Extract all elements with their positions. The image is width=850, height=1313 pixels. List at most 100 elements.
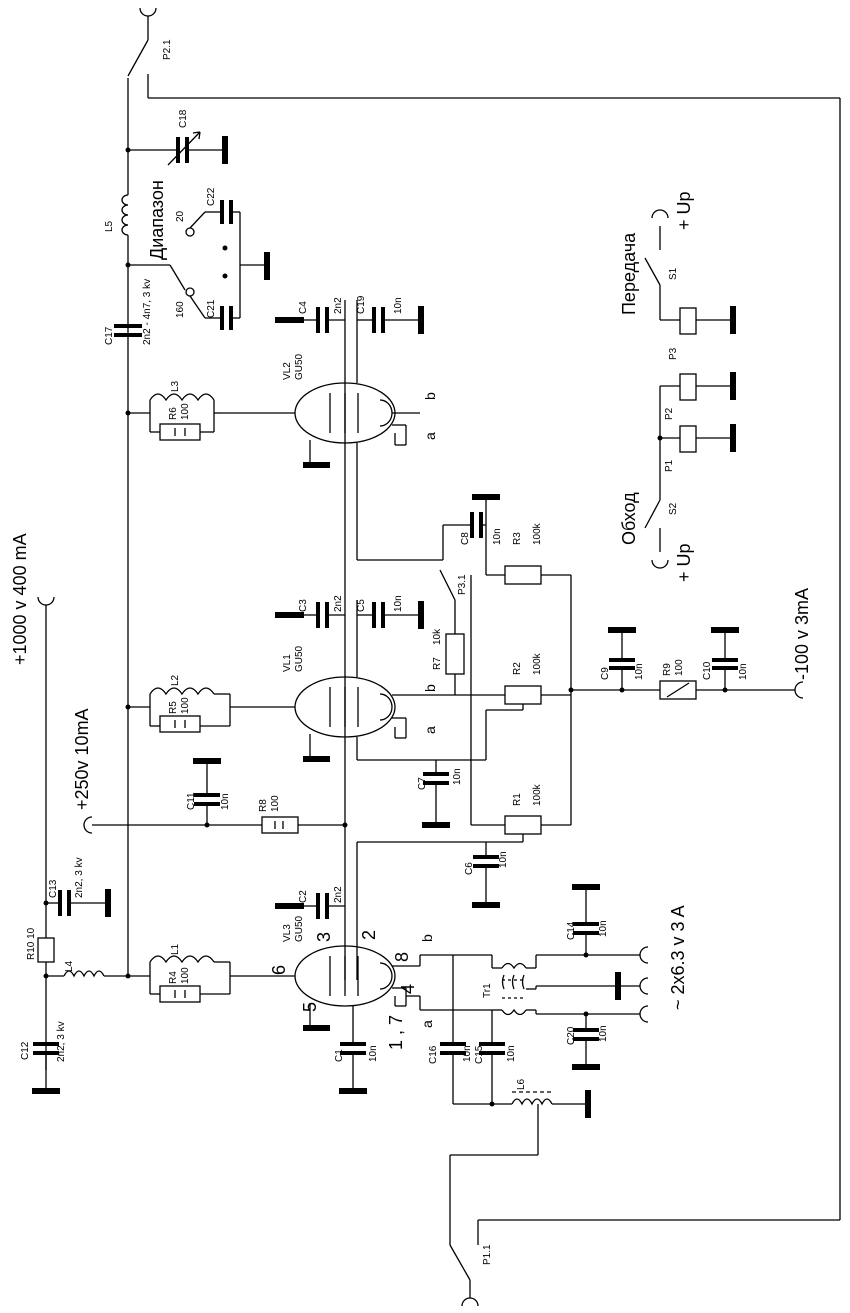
s2-label: S2 xyxy=(668,502,679,515)
vl2-pin-b: b xyxy=(422,392,438,400)
vl2-label: VL2 xyxy=(282,362,293,380)
r10-label: R10 10 xyxy=(26,927,37,960)
r5-value: 100 xyxy=(180,697,191,714)
vl3-label: VL3 xyxy=(282,924,293,942)
vl1-type: GU50 xyxy=(294,645,305,672)
r3-label: R3 xyxy=(512,532,523,545)
peredacha-label: Передача xyxy=(619,232,639,315)
r7-value: 10k xyxy=(432,628,443,645)
p31-label: P3.1 xyxy=(457,574,468,595)
p3-label: P3 xyxy=(668,347,679,360)
p21-label: P2.1 xyxy=(162,39,173,60)
vl1-pin-b: b xyxy=(422,684,438,692)
c5-label: C5 xyxy=(356,599,367,612)
vl3-type: GU50 xyxy=(294,915,305,942)
r5-label: R5 xyxy=(168,701,179,714)
p1-label: P1 xyxy=(664,459,675,472)
vl3-pin4: 4 xyxy=(398,984,418,994)
r9-value: 100 xyxy=(674,659,685,676)
vl3-pin-b: b xyxy=(419,934,435,942)
l3-label: L3 xyxy=(170,380,181,392)
stage-vl3: C2 2n2 C1 10n VL3 GU50 6 3 2 8 b 5 4 xyxy=(128,886,492,1094)
inductor-l5: L5 xyxy=(104,194,129,236)
c8-label: C8 xyxy=(460,532,471,545)
c16-value: 10n xyxy=(462,1045,473,1062)
r7-label: R7 xyxy=(432,657,443,670)
bias-network: C8 10n P3.1 R7 10k R3 100k R2 100k R1 10… xyxy=(356,494,812,980)
stage-vl2: C4 2n2 C19 10n VL2 GU50 b a xyxy=(128,295,438,560)
vl3-pin5: 5 xyxy=(300,1002,320,1012)
hv-supply: +1000 v 400 mA C13 2n2, 3 kv R10 10 L4 C… xyxy=(10,533,128,1094)
c5-value: 10n xyxy=(393,595,404,612)
c13-value: 2n2, 3 kv xyxy=(74,857,85,898)
c20-label: C20 xyxy=(566,1026,577,1045)
r4-value: 100 xyxy=(180,967,191,984)
up-top-label: + Up xyxy=(674,191,694,230)
r2-value: 100k xyxy=(532,652,543,675)
l2-label: L2 xyxy=(170,674,181,686)
l4-label: L4 xyxy=(64,960,75,972)
c6-value: 10n xyxy=(498,851,509,868)
b-plus-bus xyxy=(125,96,131,979)
r1-value: 100k xyxy=(532,783,543,806)
heater-label: ~ 2x6.3 v 3 A xyxy=(668,905,688,1010)
l6-label: L6 xyxy=(516,1078,527,1090)
c4-label: C4 xyxy=(298,301,309,314)
c21-label: C21 xyxy=(206,299,217,318)
vl3-pin2: 2 xyxy=(359,930,379,940)
l1-label: L1 xyxy=(170,943,181,955)
c19-value: 10n xyxy=(393,297,404,314)
vl1-pin-a: a xyxy=(422,726,438,734)
c16-label: C16 xyxy=(428,1045,439,1064)
heater-section: C16 10n C15 10n Tr1 C14 10 xyxy=(428,884,688,1245)
r9-label: R9 xyxy=(662,663,673,676)
c1-value: 10n xyxy=(368,1045,379,1062)
vl1-label: VL1 xyxy=(282,654,293,672)
range-switch: Диапазон 20 160 C22 C21 xyxy=(128,180,270,330)
vl3-pin6: 6 xyxy=(269,965,289,975)
range20-label: 20 xyxy=(175,210,186,222)
vl2-type: GU50 xyxy=(294,353,305,380)
r3-value: 100k xyxy=(532,522,543,545)
supply-neg-label: -100 v 3mA xyxy=(792,588,812,680)
c3-value: 2n2 xyxy=(333,595,344,612)
p11-label: P1.1 xyxy=(482,1244,493,1265)
r6-value: 100 xyxy=(180,403,191,420)
c20-value: 10n xyxy=(598,1025,609,1042)
vl3-pin17: 1 , 7 xyxy=(386,1015,406,1050)
c15-value: 10n xyxy=(506,1045,517,1062)
vl2-pin-a: a xyxy=(422,432,438,440)
r1-label: R1 xyxy=(512,793,523,806)
c18-label: C18 xyxy=(178,109,189,128)
c2-value: 2n2 xyxy=(333,886,344,903)
c10-value: 10n xyxy=(738,663,749,680)
capacitor-c17: C17 2n2 - 4n7, 3 kv xyxy=(104,279,153,345)
c15-label: C15 xyxy=(474,1045,485,1064)
obhod-label: Обход xyxy=(619,492,639,545)
r8-value: 100 xyxy=(270,795,281,812)
c12-value: 2n2, 3 kv xyxy=(56,1021,67,1062)
c17-label: C17 xyxy=(104,326,115,345)
c7-label: C7 xyxy=(417,777,428,790)
r4-label: R4 xyxy=(168,971,179,984)
c10-label: C10 xyxy=(702,661,713,680)
vl3-pin8: 8 xyxy=(392,952,412,962)
capacitor-c18: C18 xyxy=(128,109,228,166)
c19-label: C19 xyxy=(356,295,367,314)
r6-label: R6 xyxy=(168,407,179,420)
switch-p1-1: P1.1 xyxy=(449,1219,840,1307)
s1-label: S1 xyxy=(668,267,679,280)
c11-value: 10n xyxy=(220,793,231,810)
c12-label: C12 xyxy=(20,1041,31,1060)
c11-label: C11 xyxy=(186,792,197,810)
c13-label: C13 xyxy=(48,879,59,898)
c8-value: 10n xyxy=(492,528,503,545)
diapazon-label: Диапазон xyxy=(147,180,167,260)
c7-value: 10n xyxy=(452,768,463,785)
r2-label: R2 xyxy=(512,662,523,675)
l5-label: L5 xyxy=(104,220,115,232)
vl3-pin3: 3 xyxy=(314,932,334,942)
c17-value: 2n2 - 4n7, 3 kv xyxy=(142,279,153,345)
stage-vl1: C3 2n2 C5 10n VL1 GU50 b a xyxy=(128,595,486,762)
